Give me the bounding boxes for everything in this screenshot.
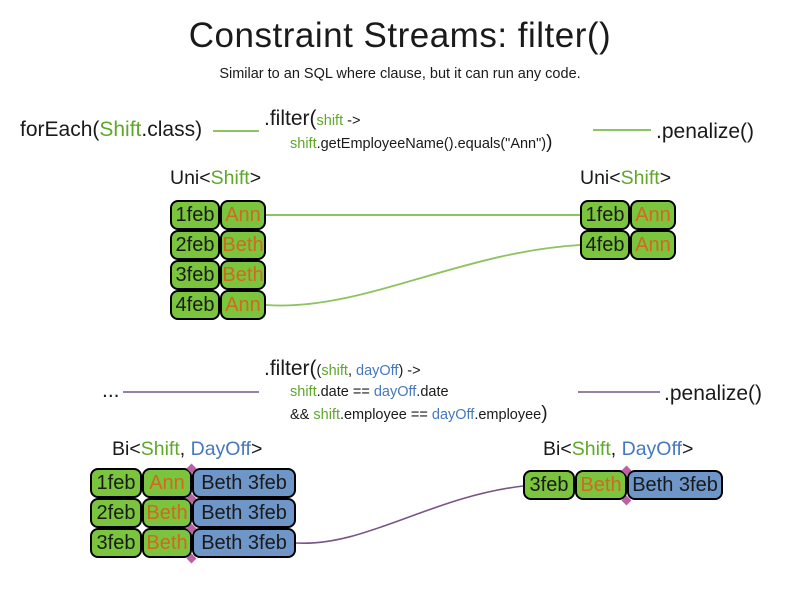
table-row: 4feb Ann <box>580 230 676 260</box>
shift-date-cell: 4feb <box>170 290 220 320</box>
filter1-body-param: shift <box>290 136 317 152</box>
connector-uni-row-4feb <box>265 244 581 307</box>
shift-date-cell: 1feb <box>90 468 142 498</box>
filter2-employee-prop: .employee <box>474 407 542 423</box>
table-row: 4feb Ann <box>170 290 266 320</box>
shift-date-cell: 4feb <box>580 230 630 260</box>
filter2-dayoff-ref: dayOff <box>373 384 417 400</box>
filter1-signature: .filter(shift -> <box>264 106 552 132</box>
dayoff-cell: Beth 3feb <box>192 528 296 558</box>
shift-employee-cell: Ann <box>220 290 266 320</box>
shift-employee-cell: Beth <box>220 260 266 290</box>
bi-sep: , <box>179 438 191 460</box>
foreach-post: .class) <box>141 118 203 141</box>
pipeline1-penalize: .penalize() <box>656 120 755 143</box>
connector-bi-row-3feb <box>295 485 524 544</box>
bi-type2: DayOff <box>190 438 251 460</box>
shift-employee-cell: Beth <box>220 230 266 260</box>
filter2-shift-ref: shift <box>290 384 317 400</box>
filter2-param1: shift <box>321 363 348 379</box>
filter2-employee-eq: .employee == <box>339 407 432 423</box>
shift-date-cell: 3feb <box>170 260 220 290</box>
filter1-head: .filter( <box>264 107 317 130</box>
filter1-body-rest: .getEmployeeName().equals("Ann") <box>316 136 547 152</box>
filter1-param: shift <box>316 113 344 129</box>
filter2-param-sep: , <box>347 363 356 379</box>
uni-right-label: Uni<Shift> <box>580 167 671 190</box>
uni-left-table: 1feb Ann 2feb Beth 3feb Beth 4feb Ann <box>170 200 266 320</box>
filter1-close-paren: ) <box>546 132 553 153</box>
bi-pre: Bi< <box>543 438 572 460</box>
filter2-signature: .filter((shift, dayOff) -> <box>264 356 548 382</box>
bi-type1: Shift <box>140 438 180 460</box>
pipeline2-source: ... <box>102 379 120 402</box>
uni-type: Shift <box>620 167 660 189</box>
dayoff-cell: Beth 3feb <box>192 468 296 498</box>
pipeline2-filter: .filter((shift, dayOff) -> shift.date ==… <box>264 356 548 426</box>
bi-post: > <box>681 438 694 460</box>
bi-type2: DayOff <box>621 438 682 460</box>
filter2-param2: dayOff <box>356 363 399 379</box>
table-row: 3feb Beth Beth 3feb <box>523 470 723 500</box>
bi-post: > <box>250 438 263 460</box>
shift-date-cell: 3feb <box>90 528 142 558</box>
shift-date-cell: 2feb <box>90 498 142 528</box>
filter2-date-eq: .date == <box>316 384 374 400</box>
bi-left-table: 1feb Ann Beth 3feb 2feb Beth Beth 3feb 3… <box>90 468 296 558</box>
shift-employee-cell: Ann <box>220 200 266 230</box>
uni-type: Shift <box>210 167 250 189</box>
filter2-body-line2: && shift.employee == dayOff.employee) <box>264 403 548 426</box>
table-row: 1feb Ann Beth 3feb <box>90 468 296 498</box>
uni-post: > <box>249 167 262 189</box>
shift-date-cell: 1feb <box>170 200 220 230</box>
bi-pre: Bi< <box>112 438 141 460</box>
dayoff-cell: Beth 3feb <box>627 470 723 500</box>
table-row: 1feb Ann <box>580 200 676 230</box>
table-row: 2feb Beth <box>170 230 266 260</box>
filter2-head: .filter( <box>264 357 317 380</box>
foreach-pre: forEach( <box>20 118 100 141</box>
filter2-dayoff-ref: dayOff <box>431 407 475 423</box>
shift-date-cell: 1feb <box>580 200 630 230</box>
dayoff-cell: Beth 3feb <box>192 498 296 528</box>
page-title: Constraint Streams: filter() <box>188 16 612 55</box>
uni-pre: Uni< <box>170 167 211 189</box>
page-subtitle: Similar to an SQL where clause, but it c… <box>219 66 581 82</box>
uni-post: > <box>659 167 672 189</box>
filter2-and: && <box>290 407 314 423</box>
table-row: 3feb Beth Beth 3feb <box>90 528 296 558</box>
pipeline2-penalize: .penalize() <box>664 382 763 405</box>
bi-sep: , <box>610 438 622 460</box>
bi-right-label: Bi<Shift, DayOff> <box>543 438 693 461</box>
filter2-body-line1: shift.date == dayOff.date <box>264 382 548 403</box>
filter1-body: shift.getEmployeeName().equals("Ann")) <box>264 132 552 155</box>
uni-right-table: 1feb Ann 4feb Ann <box>580 200 676 260</box>
pipeline1-source: forEach(Shift.class) <box>20 117 202 143</box>
shift-employee-cell: Beth <box>142 528 192 558</box>
shift-date-cell: 3feb <box>523 470 575 500</box>
filter2-date-prop: .date <box>416 384 449 400</box>
bi-type1: Shift <box>571 438 611 460</box>
foreach-class: Shift <box>99 118 142 141</box>
shift-employee-cell: Beth <box>575 470 627 500</box>
bi-right-table: 3feb Beth Beth 3feb <box>523 470 723 500</box>
pipeline1-filter: .filter(shift -> shift.getEmployeeName()… <box>264 106 552 155</box>
table-row: 2feb Beth Beth 3feb <box>90 498 296 528</box>
bi-left-label: Bi<Shift, DayOff> <box>112 438 262 461</box>
table-row: 3feb Beth <box>170 260 266 290</box>
uni-pre: Uni< <box>580 167 621 189</box>
shift-employee-cell: Ann <box>630 230 676 260</box>
uni-left-label: Uni<Shift> <box>170 167 261 190</box>
filter2-close-paren: ) <box>541 403 548 424</box>
filter2-arrow: ) -> <box>398 363 421 379</box>
shift-employee-cell: Ann <box>630 200 676 230</box>
filter1-arrow: -> <box>343 113 361 129</box>
shift-employee-cell: Beth <box>142 498 192 528</box>
filter2-shift-ref: shift <box>313 407 340 423</box>
filter2-open-paren: ( <box>316 363 322 379</box>
shift-date-cell: 2feb <box>170 230 220 260</box>
table-row: 1feb Ann <box>170 200 266 230</box>
shift-employee-cell: Ann <box>142 468 192 498</box>
